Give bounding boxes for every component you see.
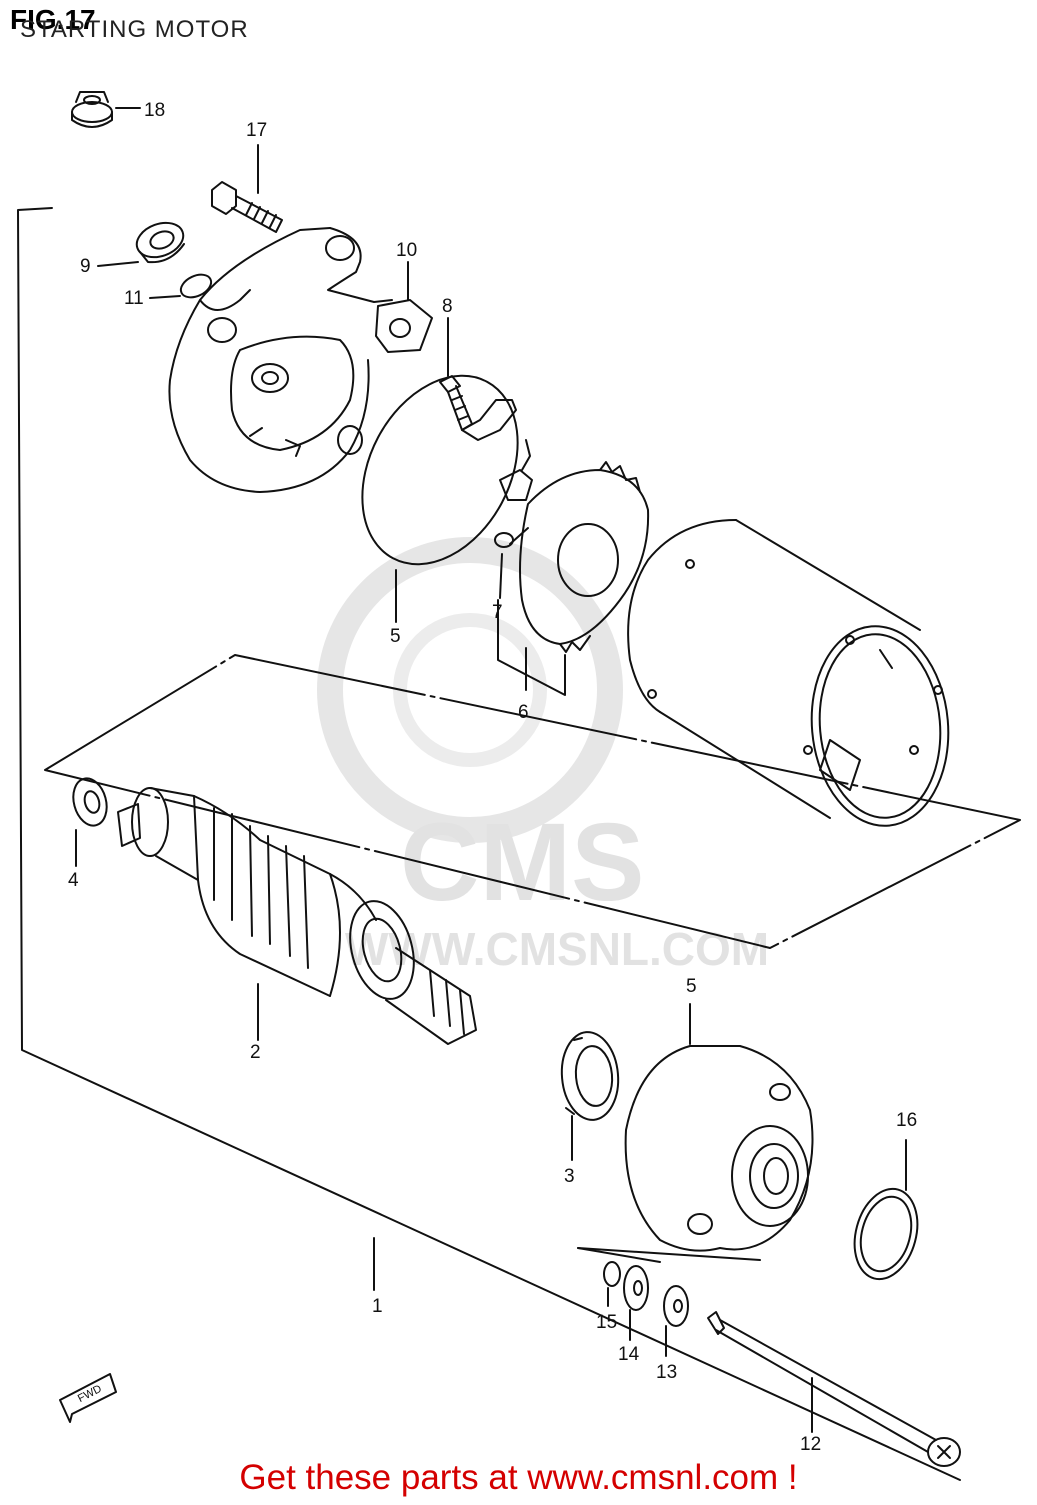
washer-group-line-b <box>577 1247 661 1263</box>
callout-6: 6 <box>518 702 529 723</box>
watermark-logo: CMS WWW.CMSNL.COM <box>317 537 769 975</box>
callout-18: 18 <box>144 100 165 121</box>
callout-1: 1 <box>372 1296 383 1317</box>
front-housing-part-5 <box>624 1003 814 1252</box>
callout-10: 10 <box>396 240 417 261</box>
assembly-bracket <box>17 207 961 1481</box>
washer-group-line-a <box>577 1247 761 1261</box>
through-bolt-part-12 <box>707 1311 961 1467</box>
washer-part-13 <box>663 1285 689 1357</box>
callout-17: 17 <box>246 120 267 141</box>
callout-11: 11 <box>124 288 144 309</box>
figure-label: FIG.17 <box>10 4 96 35</box>
callout-5-housing: 5 <box>686 976 697 997</box>
brush-group-bracket <box>497 599 566 696</box>
bushing-part-9 <box>97 221 185 267</box>
callout-3: 3 <box>564 1166 575 1187</box>
rear-end-housing <box>168 227 433 493</box>
fwd-arrow-icon <box>59 1373 117 1423</box>
washer-part-4 <box>72 777 108 867</box>
watermark-brand: CMS <box>400 801 644 924</box>
armature-part-2 <box>117 787 477 1045</box>
o-ring-part-5-top <box>361 374 519 623</box>
callout-12: 12 <box>800 1434 821 1455</box>
fwd-label: FWD <box>76 1383 104 1405</box>
callout-5-oring: 5 <box>390 626 401 647</box>
yoke-housing <box>627 519 950 827</box>
figure-subtitle: STARTING MOTOR <box>20 16 249 43</box>
bolt-part-17 <box>211 144 283 233</box>
washer-part-15 <box>603 1261 621 1307</box>
o-ring-part-16 <box>853 1139 919 1281</box>
callout-13: 13 <box>656 1362 677 1383</box>
o-ring-part-11 <box>149 273 213 299</box>
callout-2: 2 <box>250 1042 261 1063</box>
washer-part-14 <box>623 1265 649 1341</box>
footer-link[interactable]: Get these parts at www.cmsnl.com ! <box>239 1458 798 1497</box>
flange-nut-part-18 <box>71 91 141 128</box>
brush-holder-plate-part-6 <box>499 439 650 691</box>
callout-8: 8 <box>442 296 453 317</box>
callout-4: 4 <box>68 870 79 891</box>
callout-15: 15 <box>596 1312 617 1333</box>
callout-9: 9 <box>80 256 91 277</box>
callout-7: 7 <box>492 602 503 623</box>
callout-16: 16 <box>896 1110 917 1131</box>
callout-14: 14 <box>618 1344 640 1365</box>
screw-part-7 <box>494 527 529 599</box>
callout-labels: 1 2 3 4 5 5 6 7 8 9 10 11 12 13 14 15 16… <box>68 100 917 1455</box>
watermark-url: WWW.CMSNL.COM <box>345 923 769 975</box>
terminal-bolt-part-8 <box>439 317 517 441</box>
yoke-plane-outline <box>44 654 1021 949</box>
oil-seal-part-3 <box>560 1031 620 1161</box>
